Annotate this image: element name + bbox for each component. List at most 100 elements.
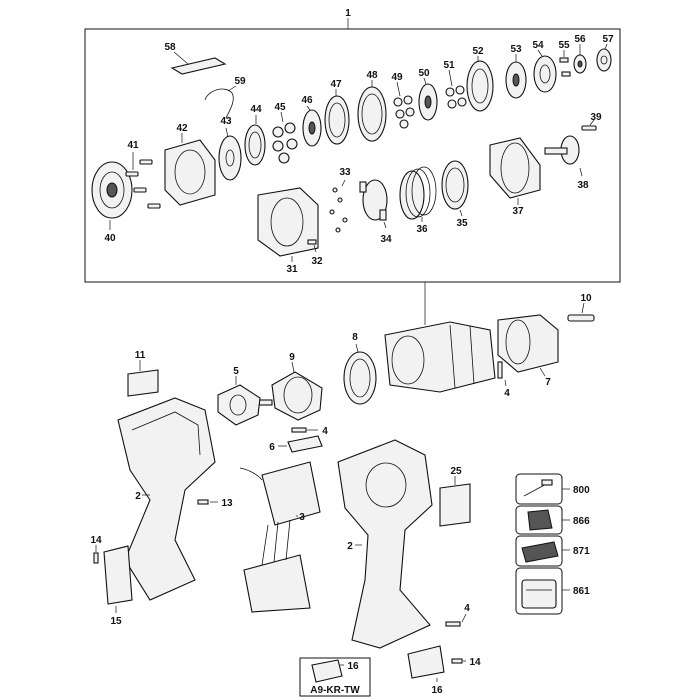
callout-57: 57	[602, 34, 614, 45]
part-54-plate: 54	[532, 40, 557, 93]
callout-10: 10	[580, 293, 592, 304]
callout-54: 54	[532, 40, 544, 51]
part-49-planet-gears: 49	[391, 72, 415, 129]
part-38-spindle: 38	[544, 135, 589, 191]
part-48-washer: 48	[357, 70, 387, 142]
callout-58: 58	[164, 42, 176, 53]
part-14-screw-left: 14	[90, 535, 102, 564]
callout-59: 59	[234, 76, 246, 87]
inset-caption: A9-KR-TW	[310, 685, 360, 696]
part-44-ring-gear: 44	[244, 104, 266, 166]
part-7-chuck: 7	[497, 314, 559, 388]
part-37-clutch-sleeve: 37	[489, 137, 541, 217]
callout-40: 40	[104, 233, 116, 244]
callout-39: 39	[590, 112, 602, 123]
part-58-slider: 58	[164, 42, 227, 75]
part-52-ring-gear: 52	[466, 46, 494, 112]
callout-32: 32	[311, 256, 323, 267]
part-11-label: 11	[127, 350, 159, 397]
gearbox-assembly-body	[384, 321, 496, 393]
part-31-gear-housing: 31	[257, 187, 319, 275]
part-41-screws: 41	[125, 140, 161, 209]
callout-3: 3	[299, 512, 305, 523]
part-47-ring-gear: 47	[324, 79, 350, 145]
part-13-screw: 13	[197, 498, 233, 509]
callout-51: 51	[443, 60, 455, 71]
gearbox-assembly-group: 1 40 41 42	[84, 8, 621, 325]
inset-frame	[299, 657, 371, 697]
callout-4-lower: 4	[464, 603, 470, 614]
callout-866: 866	[573, 516, 590, 527]
part-50-carrier: 50	[418, 68, 438, 121]
callout-2-right: 2	[347, 541, 353, 552]
part-9-armature: 9	[257, 352, 323, 421]
part-4-screw-upper: 4	[497, 361, 510, 399]
part-45-planet-gears: 45	[272, 102, 298, 164]
callout-36: 36	[416, 224, 428, 235]
part-5-brush-plate: 5	[217, 366, 261, 426]
part-57-washer: 57	[596, 34, 614, 72]
part-43-washer: 43	[218, 116, 242, 181]
callout-53: 53	[510, 44, 522, 55]
callout-8: 8	[352, 332, 358, 343]
callout-4-middle: 4	[322, 426, 328, 437]
callout-49: 49	[391, 72, 403, 83]
callout-14-bottom: 14	[469, 657, 481, 668]
callout-45: 45	[274, 102, 286, 113]
part-51-planet-gears: 51	[443, 60, 467, 109]
part-46-carrier: 46	[301, 95, 322, 147]
inset-a9-kr-tw: 16 A9-KR-TW	[299, 657, 371, 697]
callout-13: 13	[221, 498, 233, 509]
part-10-screw: 10	[567, 293, 595, 322]
callout-6: 6	[269, 442, 275, 453]
callout-43: 43	[220, 116, 232, 127]
motor-assembly-group: 10 7 4 8	[90, 293, 595, 649]
part-14-screw-bottom: 14	[451, 657, 481, 668]
callout-31: 31	[286, 264, 298, 275]
callout-47: 47	[330, 79, 342, 90]
accessory-866-battery: 866	[515, 505, 590, 535]
accessory-861-case: 861	[515, 567, 590, 615]
callout-861: 861	[573, 586, 590, 597]
callout-56: 56	[574, 34, 586, 45]
gearbox-assembly-frame	[84, 28, 621, 283]
callout-52: 52	[472, 46, 484, 57]
callout-14-left: 14	[90, 535, 102, 546]
part-33-balls: 33	[329, 167, 351, 233]
part-25-label: 25	[439, 466, 471, 527]
callout-33: 33	[339, 167, 351, 178]
callout-15: 15	[110, 616, 122, 627]
callout-16: 16	[431, 685, 443, 696]
part-2-housing-right: 2	[337, 439, 433, 649]
part-2-housing-left: 2	[117, 397, 216, 601]
accessory-871-charger: 871	[515, 535, 590, 567]
callout-35: 35	[456, 218, 468, 229]
part-40-clutch-housing: 40	[91, 161, 133, 244]
callout-37: 37	[512, 206, 524, 217]
part-36-spring: 36	[399, 166, 437, 235]
callout-9: 9	[289, 352, 295, 363]
callout-1: 1	[345, 8, 351, 19]
part-39-screw: 39	[581, 112, 602, 131]
part-32-screw: 32	[307, 239, 323, 267]
part-35-ring: 35	[441, 160, 469, 229]
part-4-screw-lower: 4	[445, 603, 470, 627]
part-6-switch-lever: 6	[269, 435, 323, 453]
callout-50: 50	[418, 68, 430, 79]
part-15-cover: 15	[103, 545, 133, 627]
callout-42: 42	[176, 123, 188, 134]
part-16-latch: 16	[407, 645, 445, 696]
callout-55: 55	[558, 40, 570, 51]
callout-48: 48	[366, 70, 378, 81]
part-3-switch: 3	[239, 461, 321, 613]
accessories-group: 800 866 871 861	[515, 473, 590, 615]
part-42-gear-case: 42	[164, 123, 216, 206]
part-8-magnet-ring: 8	[343, 332, 377, 405]
part-56-spindle-lock: 56	[573, 34, 587, 74]
callout-41: 41	[127, 140, 139, 151]
callout-16-inset: 16	[347, 661, 359, 672]
part-55-pins: 55	[558, 40, 571, 77]
callout-44: 44	[250, 104, 262, 115]
part-4-screw-middle: 4	[291, 426, 328, 437]
